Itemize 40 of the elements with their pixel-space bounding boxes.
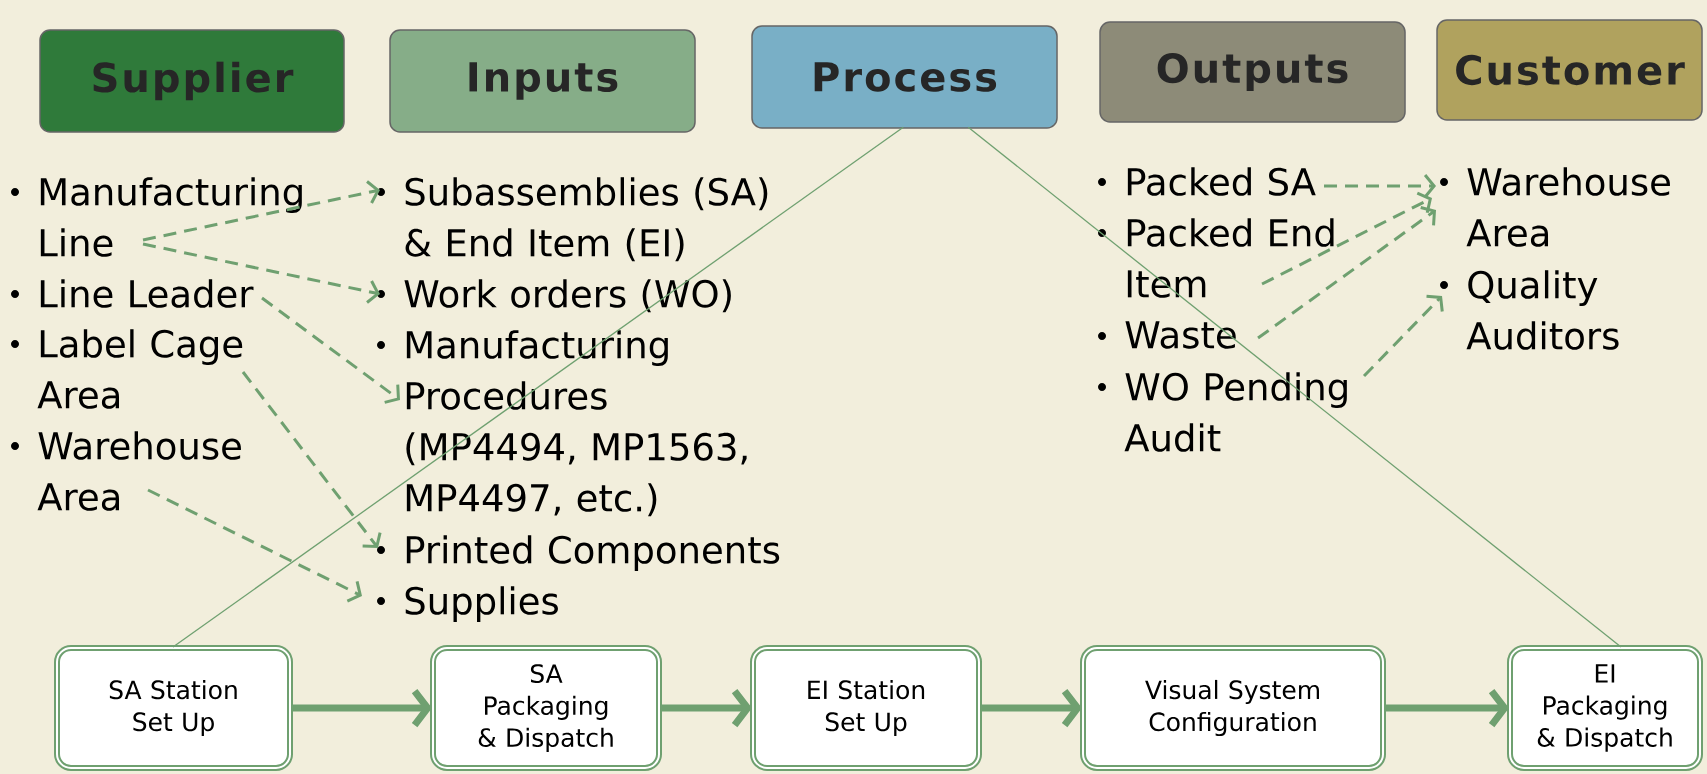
dashed-arrow (142, 180, 380, 242)
dashed-arrow (1257, 206, 1437, 340)
list-item: WO Pending Audit (1124, 372, 1347, 452)
list-item: Label Cage Area (37, 329, 243, 409)
header-box: Inputs (389, 29, 696, 133)
list-item: Subassemblies (SA) & End Item (EI) (405, 177, 768, 262)
list-item: Manufacturing Procedures (MP4494, MP1563, MP4497, etc.) (406, 330, 747, 517)
process-step-box: Visual System Configuration (1080, 645, 1386, 771)
dashed-arrow (261, 296, 400, 404)
dashed-arrow (1324, 174, 1436, 198)
process-step-box: SA Station Set Up (54, 645, 293, 771)
list-item: Manufacturing Line (40, 177, 302, 257)
list-item: Warehouse Area (37, 431, 241, 511)
list-item: Printed Components (406, 535, 780, 571)
list-item: Waste (1125, 321, 1236, 349)
block-arrow (291, 688, 432, 728)
process-step-box: SA Packaging & Dispatch (430, 645, 662, 771)
block-arrow (660, 688, 752, 728)
process-step-box: EI Packaging & Dispatch (1507, 645, 1703, 771)
list-item: Packed SA (1127, 167, 1316, 196)
process-step-box: EI Station Set Up (750, 645, 982, 771)
list-item: Line Leader (40, 279, 254, 308)
dashed-arrow (142, 242, 380, 304)
header-box: Supplier (39, 29, 345, 133)
header-box: Customer (1436, 19, 1703, 121)
header-box: Process (751, 25, 1058, 129)
connector-line (967, 126, 1622, 648)
list-item: Warehouse Area (1466, 167, 1670, 247)
dashed-arrow (241, 371, 382, 548)
block-arrow (1384, 688, 1509, 728)
dashed-arrow (147, 488, 362, 603)
list-item: Work orders (WO) (404, 279, 731, 313)
connector-line (172, 126, 904, 648)
list-item: Packed End Item (1127, 218, 1334, 298)
list-item: Quality Auditors (1466, 270, 1619, 350)
header-box: Outputs (1099, 21, 1406, 123)
dashed-arrow (1362, 294, 1444, 378)
block-arrow (980, 688, 1082, 728)
dashed-arrow (1261, 191, 1432, 286)
list-item: Supplies (405, 586, 558, 622)
